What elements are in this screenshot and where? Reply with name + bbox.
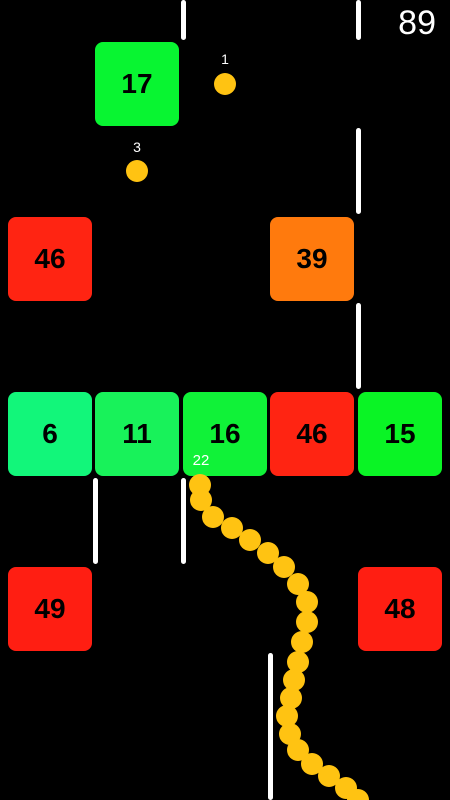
number-block: 39 — [270, 217, 354, 301]
lane-divider — [356, 303, 361, 389]
number-block: 46 — [8, 217, 92, 301]
block-value: 46 — [34, 243, 66, 274]
snake-segment — [239, 529, 261, 551]
block-value: 6 — [42, 418, 58, 449]
number-block: 49 — [8, 567, 92, 651]
number-block: 48 — [358, 567, 442, 651]
snake-segment — [296, 591, 318, 613]
number-block: 11 — [95, 392, 179, 476]
block-value: 11 — [122, 418, 152, 449]
block-value: 39 — [296, 243, 328, 274]
snake-segment — [291, 631, 313, 653]
block-value: 49 — [34, 593, 66, 624]
snake-segment — [257, 542, 279, 564]
snake-segment — [296, 611, 318, 633]
block-value: 48 — [384, 593, 416, 624]
snake-segment — [280, 687, 302, 709]
snake-segment — [276, 705, 298, 727]
pellet-value-label: 1 — [221, 51, 229, 67]
snake-length-label: 22 — [192, 452, 210, 469]
lane-divider — [181, 0, 186, 40]
number-block: 16 — [183, 392, 267, 476]
block-value: 16 — [209, 418, 241, 449]
block-value: 15 — [384, 418, 416, 449]
snake-segment — [347, 789, 369, 800]
lane-divider — [356, 128, 361, 214]
lane-divider — [181, 478, 186, 564]
pellet — [214, 73, 236, 95]
snake-segment — [287, 573, 309, 595]
pellet — [126, 160, 148, 182]
snake-segment — [190, 489, 212, 511]
snake-segment — [301, 753, 323, 775]
snake-segment — [202, 506, 224, 528]
lane-divider — [268, 653, 273, 800]
pellet-value-label: 3 — [133, 139, 141, 155]
snake-segment — [318, 765, 340, 787]
number-block: 6 — [8, 392, 92, 476]
snake-segment — [273, 556, 295, 578]
number-block: 46 — [270, 392, 354, 476]
lane-divider — [93, 478, 98, 564]
snake-segment — [221, 517, 243, 539]
snake-segment — [283, 669, 305, 691]
lane-divider — [356, 0, 361, 40]
number-block: 15 — [358, 392, 442, 476]
snake-segment — [287, 651, 309, 673]
score-counter: 89 — [398, 4, 436, 42]
block-value: 17 — [121, 68, 153, 99]
number-block: 17 — [95, 42, 179, 126]
block-value: 46 — [296, 418, 328, 449]
